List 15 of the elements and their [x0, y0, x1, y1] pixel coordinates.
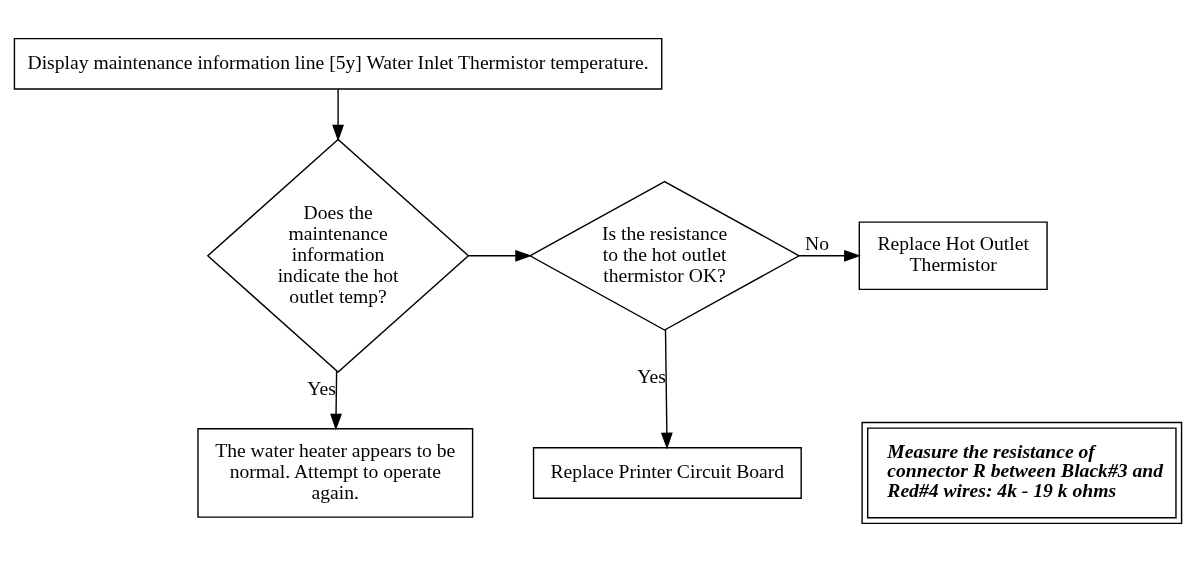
node-box: Measure the resistance of connector R between Black#3 and Red#4 wires: 4k - 19 k ohms	[861, 421, 1183, 525]
node-box: The water heater appears to be normal. Attempt to operate again.	[197, 428, 474, 518]
node-box: Display maintenance information line [5y] Water Inlet Thermistor temperature.	[13, 37, 663, 90]
arrow	[332, 88, 344, 142]
arrow	[660, 329, 673, 450]
edge-label: Yes	[637, 366, 666, 388]
arrow	[798, 249, 861, 262]
arrow	[468, 249, 533, 262]
node-diamond: Does the maintenance information indicate the hot outlet temp?	[206, 138, 470, 373]
arrow	[330, 370, 342, 431]
node-box: Replace Hot Outlet Thermistor	[858, 221, 1048, 291]
edge-label: Yes	[307, 377, 336, 399]
node-box: Replace Printer Circuit Board	[532, 447, 802, 499]
node-diamond: Is the resistance to the hot outlet thermistor OK?	[528, 180, 801, 331]
edge-label: No	[804, 233, 829, 255]
